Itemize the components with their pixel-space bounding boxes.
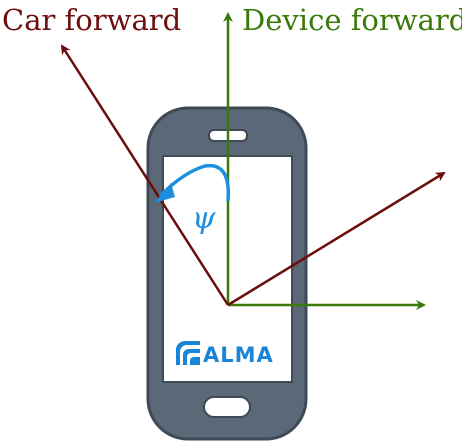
alma-logo-mark-icon: [176, 341, 200, 365]
alma-logo-text: ALMA: [203, 343, 274, 367]
car-forward-axis: [60, 44, 230, 306]
angle-psi-label: ψ: [192, 201, 216, 236]
device-axes: [223, 12, 426, 310]
car-axes: [60, 44, 446, 307]
angle-arc: [158, 163, 231, 202]
phone-home-button: [203, 396, 251, 418]
car-lateral-axis: [227, 171, 446, 307]
device-forward-label: Device forward: [242, 3, 462, 37]
alma-logo: ALMA: [176, 341, 274, 367]
angle-arc-arrowhead-icon: [154, 183, 175, 203]
car-forward-label: Car forward: [2, 3, 181, 37]
angle-psi: ψ: [154, 163, 231, 236]
